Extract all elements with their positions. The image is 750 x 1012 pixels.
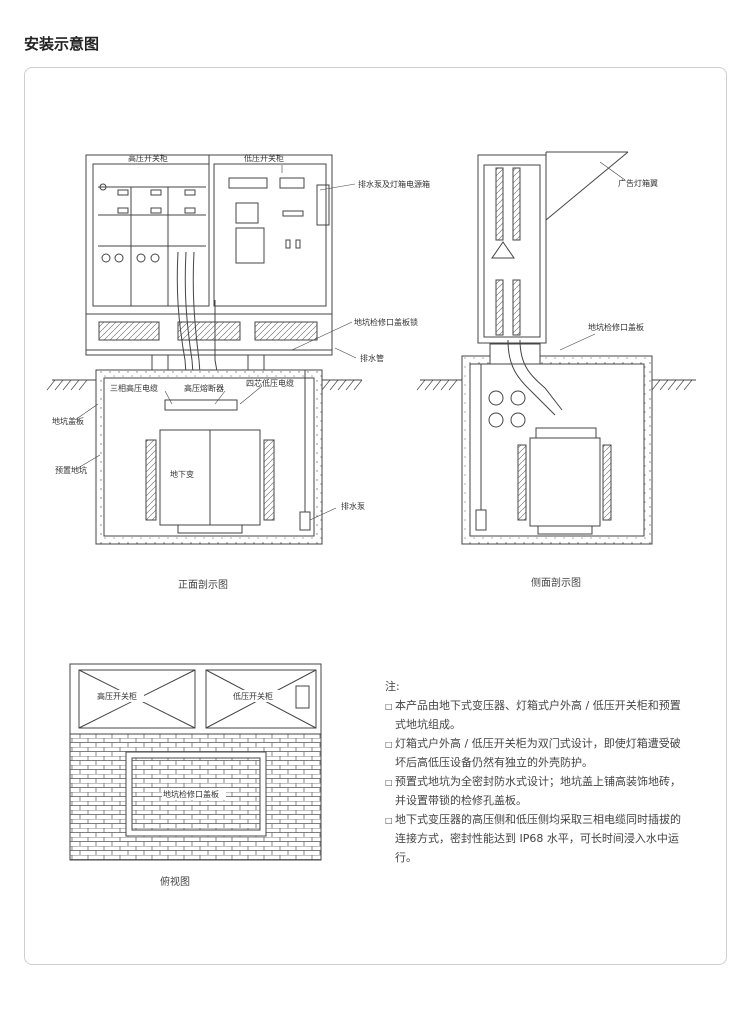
note-bullet: □	[385, 816, 393, 825]
label-drain-pipe: 排水管	[360, 353, 384, 363]
note-bullet: □	[385, 740, 393, 749]
notes-block: 注: □ 本产品由地下式变压器、灯箱式户外高 / 低压开关柜和预置式地坑组成。 …	[385, 677, 685, 867]
top-labels: 高压开关柜 低压开关柜 地坑检修口盖板 俯视图	[96, 690, 280, 888]
label-drain-pump: 排水泵	[341, 501, 365, 511]
side-cabinet-body	[477, 154, 547, 344]
note-bullet: □	[385, 702, 393, 711]
note-item: □ 预置式地坑为全密封防水式设计；地坑盖上铺高装饰地砖，并设置带锁的检修孔盖板。	[385, 772, 685, 810]
note-item: □ 灯箱式户外高 / 低压开关柜为双门式设计，即使灯箱遭受破坏后高低压设备仍然有…	[385, 734, 685, 772]
page-title: 安装示意图	[24, 35, 100, 53]
label-lv-cabinet: 低压开关柜	[244, 153, 284, 163]
note-text: 本产品由地下式变压器、灯箱式户外高 / 低压开关柜和预置式地坑组成。	[395, 699, 681, 731]
side-section-view	[416, 151, 696, 545]
label-ad-wing: 广告灯箱翼	[618, 178, 658, 188]
note-text: 地下式变压器的高压侧和低压侧均采取三相电缆同时插拔的连接方式，密封性能达到 IP…	[395, 813, 681, 864]
notes-heading: 注:	[385, 680, 400, 693]
label-transformer: 地下变	[170, 469, 194, 479]
label-hv-cable: 三相高压电缆	[110, 383, 158, 393]
note-item: □ 地下式变压器的高压侧和低压侧均采取三相电缆同时插拔的连接方式，密封性能达到 …	[385, 810, 685, 867]
label-prefab-pit: 预置地坑	[55, 465, 87, 475]
side-caption: 侧面剖示图	[531, 576, 581, 589]
label-lv-cable: 四芯低压电缆	[246, 378, 294, 388]
label-top-pit-cover: 地坑检修口盖板	[163, 789, 219, 799]
label-side-pit-cover: 地坑检修口盖板	[588, 322, 644, 332]
top-caption: 俯视图	[160, 875, 190, 888]
content-frame	[24, 67, 727, 965]
note-text: 灯箱式户外高 / 低压开关柜为双门式设计，即使灯箱遭受破坏后高低压设备仍然有独立…	[395, 737, 681, 769]
label-top-hv-cabinet: 高压开关柜	[97, 691, 137, 701]
label-top-lv-cabinet: 低压开关柜	[233, 691, 273, 701]
label-pit-cover: 地坑盖板	[52, 416, 84, 426]
label-fuse: 高压熔断器	[184, 383, 224, 393]
front-labels: 高压开关柜 低压开关柜 排水泵及灯箱电源箱 地坑检修口盖板锁 排水管 三相高压电…	[52, 153, 430, 591]
note-bullet: □	[385, 778, 393, 787]
note-item: □ 本产品由地下式变压器、灯箱式户外高 / 低压开关柜和预置式地坑组成。	[385, 696, 685, 734]
front-section-view	[46, 154, 363, 545]
side-labels: 广告灯箱翼 地坑检修口盖板 侧面剖示图	[531, 178, 658, 589]
label-pit-lock: 地坑检修口盖板锁	[354, 317, 418, 327]
front-lv-panel	[213, 163, 327, 307]
front-caption: 正面剖示图	[178, 578, 228, 591]
front-hv-panel	[92, 163, 210, 307]
label-pump-light-box: 排水泵及灯箱电源箱	[358, 179, 430, 189]
label-hv-cabinet: 高压开关柜	[128, 153, 168, 163]
note-text: 预置式地坑为全密封防水式设计；地坑盖上铺高装饰地砖，并设置带锁的检修孔盖板。	[395, 775, 681, 807]
